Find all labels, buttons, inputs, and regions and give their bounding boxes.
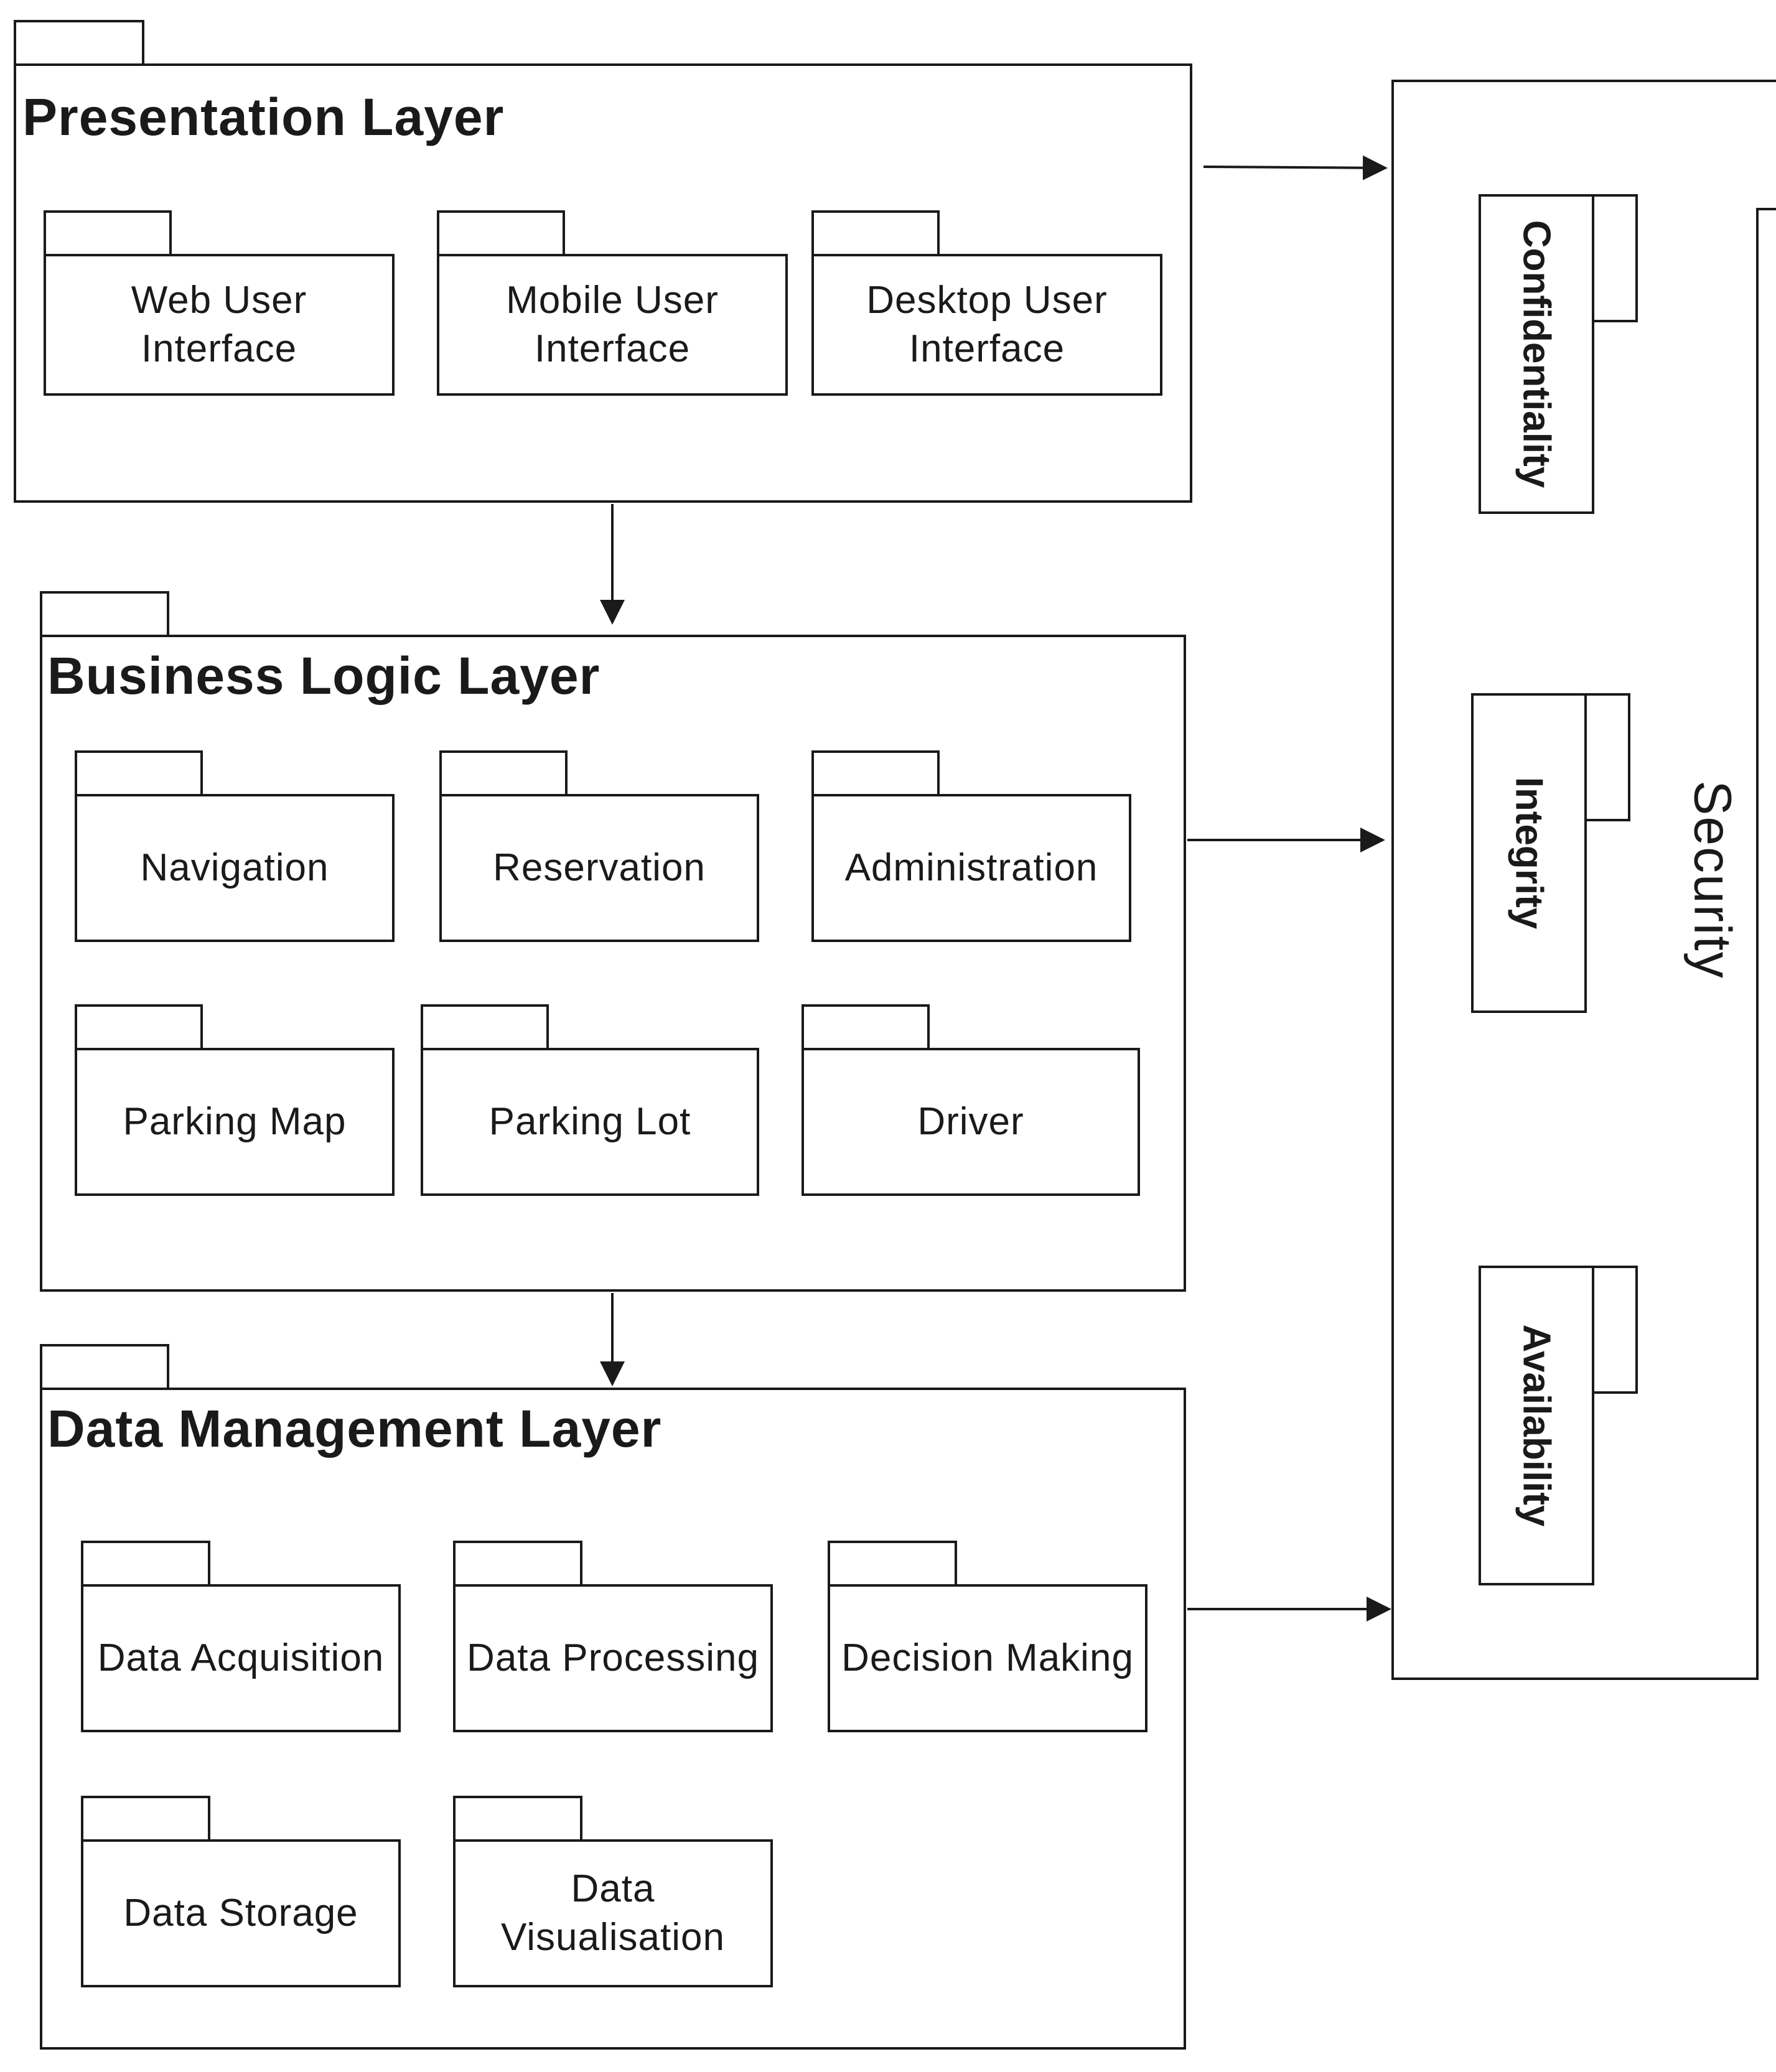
package-tab [453, 1796, 582, 1842]
security-package-tab [1756, 80, 1776, 210]
package-tab [828, 1541, 957, 1587]
package-tab [1584, 693, 1630, 821]
package-administration: Administration [811, 794, 1131, 942]
security-component-confidentiality [1479, 194, 1594, 514]
package-data-processing: Data Processing [453, 1584, 773, 1732]
security-component-integrity [1471, 693, 1587, 1013]
package-tab [81, 1541, 210, 1587]
package-tab [75, 1004, 203, 1050]
package-label: Driver [917, 1100, 1024, 1143]
package-label: Reservation [493, 846, 706, 889]
arrow-presentation-to-security [1203, 155, 1388, 180]
package-parking-map: Parking Map [75, 1048, 395, 1196]
package-label: Web User Interface [131, 279, 307, 370]
package-tab [802, 1004, 930, 1050]
package-tab [437, 210, 565, 256]
package-tab [453, 1541, 582, 1587]
package-label: Data Processing [467, 1636, 759, 1679]
business-logic-layer-title: Business Logic Layer [47, 646, 601, 705]
package-data-storage: Data Storage [81, 1839, 401, 1987]
package-navigation: Navigation [75, 794, 395, 942]
presentation-layer-title: Presentation Layer [22, 88, 505, 146]
package-decision-making: Decision Making [828, 1584, 1147, 1732]
package-label: Decision Making [841, 1636, 1134, 1679]
package-label: Data Storage [123, 1892, 358, 1934]
package-label: Parking Map [123, 1100, 347, 1143]
presentation-layer-tab [14, 20, 144, 66]
package-label: Data Visualisation [501, 1867, 725, 1959]
package-tab [44, 210, 172, 256]
business-logic-layer-tab [40, 591, 169, 637]
package-data-acquisition: Data Acquisition [81, 1584, 401, 1732]
package-tab [1592, 194, 1638, 322]
package-reservation: Reservation [439, 794, 759, 942]
package-label: Administration [844, 846, 1098, 889]
package-tab [75, 750, 203, 796]
package-parking-lot: Parking Lot [421, 1048, 759, 1196]
package-tab [811, 210, 940, 256]
data-management-layer-tab [40, 1344, 169, 1390]
package-label: Data Acquisition [97, 1636, 385, 1679]
package-driver: Driver [802, 1048, 1140, 1196]
package-data-visualisation: Data Visualisation [453, 1839, 773, 1987]
security-component-availability [1479, 1266, 1594, 1585]
package-label: Desktop User Interface [866, 279, 1108, 370]
package-label: Navigation [140, 846, 329, 889]
package-label: Parking Lot [488, 1100, 691, 1143]
package-tab [811, 750, 940, 796]
package-mobile-user-interface: Mobile User Interface [437, 254, 788, 396]
package-tab [421, 1004, 549, 1050]
package-tab [439, 750, 568, 796]
data-management-layer-title: Data Management Layer [47, 1399, 662, 1458]
package-label: Mobile User Interface [506, 279, 719, 370]
package-tab [81, 1796, 210, 1842]
package-tab [1592, 1266, 1638, 1394]
package-desktop-user-interface: Desktop User Interface [811, 254, 1162, 396]
package-web-user-interface: Web User Interface [44, 254, 395, 396]
